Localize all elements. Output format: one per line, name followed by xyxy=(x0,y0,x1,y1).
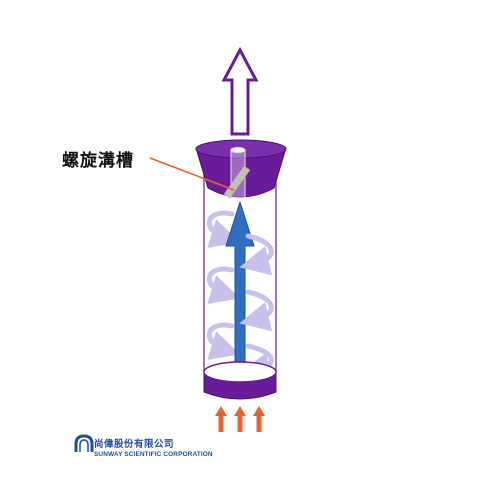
company-name-chinese: 尚偉股份有限公司 xyxy=(94,439,175,450)
inflow-arrows xyxy=(215,406,265,432)
swirl-flow-right xyxy=(239,233,274,383)
swirl-arrow-icon xyxy=(206,210,241,248)
swirl-arrow-icon xyxy=(206,322,241,360)
swirl-flow-left xyxy=(206,210,241,360)
orange-up-arrow-icon xyxy=(253,406,265,432)
company-name-english: SUNWAY SCIENTIFIC CORPORATION xyxy=(94,451,213,458)
swirl-arrow-icon xyxy=(239,289,274,332)
column-tube xyxy=(203,166,277,372)
orange-up-arrow-icon xyxy=(234,406,246,432)
sunway-logo-icon xyxy=(74,434,94,452)
spiral-groove-label: 螺旋溝槽 xyxy=(62,151,134,171)
central-flow-arrow-icon xyxy=(225,200,255,365)
swirl-arrow-icon xyxy=(239,233,274,276)
orange-up-arrow-icon xyxy=(215,406,227,432)
swirl-arrow-icon xyxy=(206,266,241,304)
outflow-arrow-icon xyxy=(221,46,259,136)
spiral-groove-bar xyxy=(223,165,251,199)
column-base xyxy=(203,361,277,400)
callout-leader-line xyxy=(149,157,235,191)
